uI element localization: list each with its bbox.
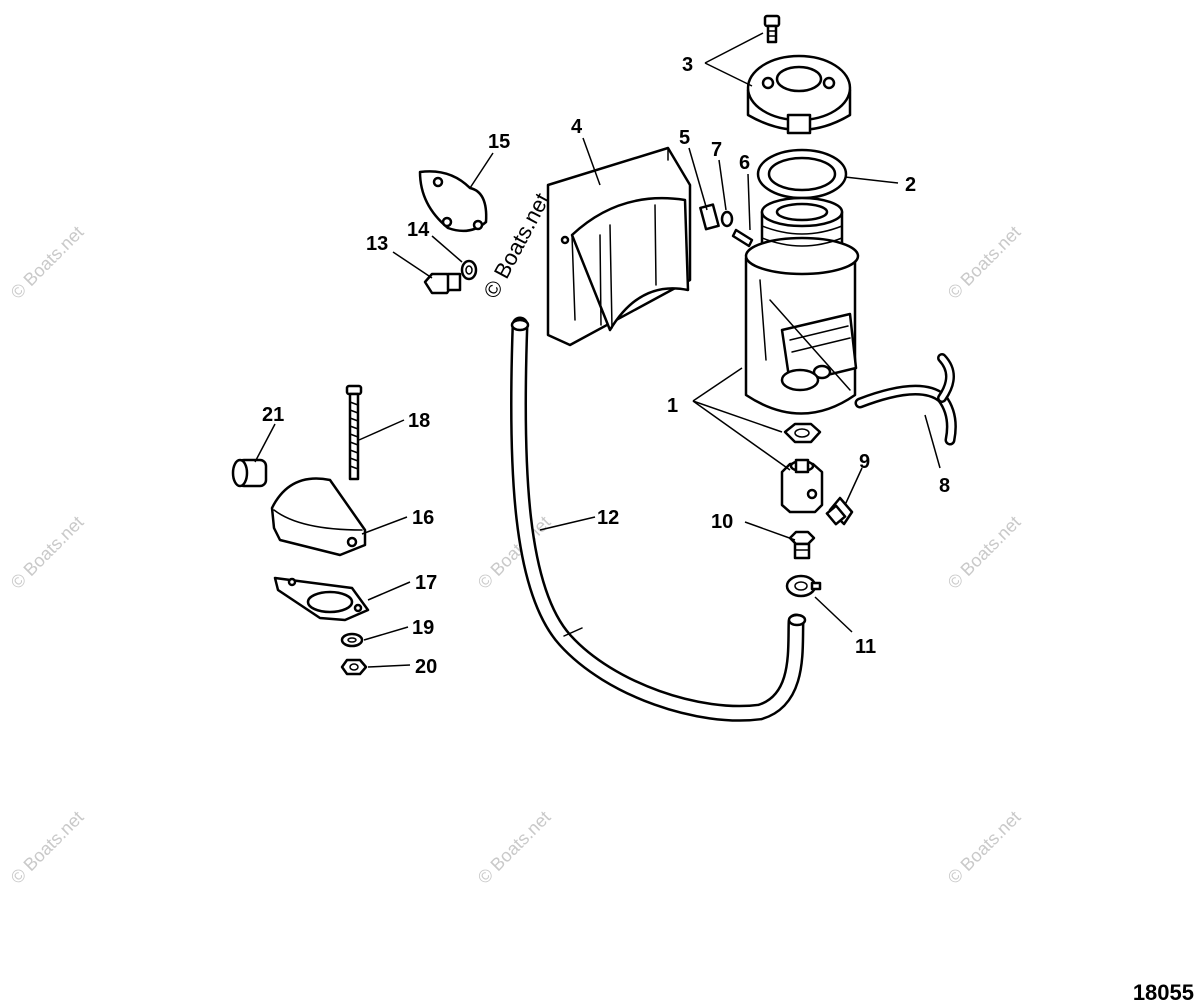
callout-10: 10 [711,511,733,533]
watermark: © Boats.net [7,222,88,303]
callout-16: 16 [412,507,434,529]
callout-21: 21 [262,404,284,426]
part-6-screw [731,228,754,248]
callout-18: 18 [408,410,430,432]
callout-numbers: 1 2 3 4 5 6 7 8 9 10 11 12 13 14 15 16 1… [262,54,950,678]
part-7-washer [720,210,734,228]
callout-1: 1 [667,395,678,417]
part-11-clamp [785,574,822,598]
part-5-clip [699,203,720,231]
part-18-bolt [345,384,363,481]
watermark: © Boats.net [944,222,1025,303]
callout-17: 17 [415,572,437,594]
callout-14: 14 [407,219,430,241]
callout-7: 7 [711,139,722,161]
part-3-cap [746,14,852,135]
part-13-fitting [423,272,462,295]
callout-20: 20 [415,656,437,678]
part-8-coil [854,353,957,446]
watermark: © Boats.net [7,807,88,888]
part-12-hose [509,316,807,722]
leader-lines [254,32,941,668]
callout-4: 4 [571,116,583,138]
watermark: © Boats.net [7,512,88,593]
watermark: © Boats.net [944,807,1025,888]
part-10-fitting [788,530,816,560]
part-1-reservoir [744,196,860,514]
callout-2: 2 [905,174,916,196]
part-19-washer [340,632,364,648]
callout-6: 6 [739,152,750,174]
part-16-cover [270,477,367,557]
watermark-center: © Boats.net [478,189,554,303]
part-9-plug [825,496,854,526]
callout-9: 9 [859,451,870,473]
callout-19: 19 [412,617,434,639]
part-15-plate [418,170,488,233]
part-17-gasket [273,576,370,622]
callout-13: 13 [366,233,388,255]
callout-5: 5 [679,127,690,149]
figure-number: 18055 [1133,980,1194,1005]
part-2-gasket [756,148,848,200]
callout-12: 12 [597,507,619,529]
callout-11: 11 [855,636,876,658]
watermark: © Boats.net [474,807,555,888]
part-21-bushing [231,458,268,488]
part-20-nut [340,658,368,676]
callout-8: 8 [939,475,950,497]
watermarks: © Boats.net © Boats.net © Boats.net © Bo… [7,189,1025,888]
watermark: © Boats.net [944,512,1025,593]
part-4-bracket [546,146,692,347]
callout-15: 15 [488,131,510,153]
part-14-washer [460,259,478,281]
callout-3: 3 [682,54,693,76]
